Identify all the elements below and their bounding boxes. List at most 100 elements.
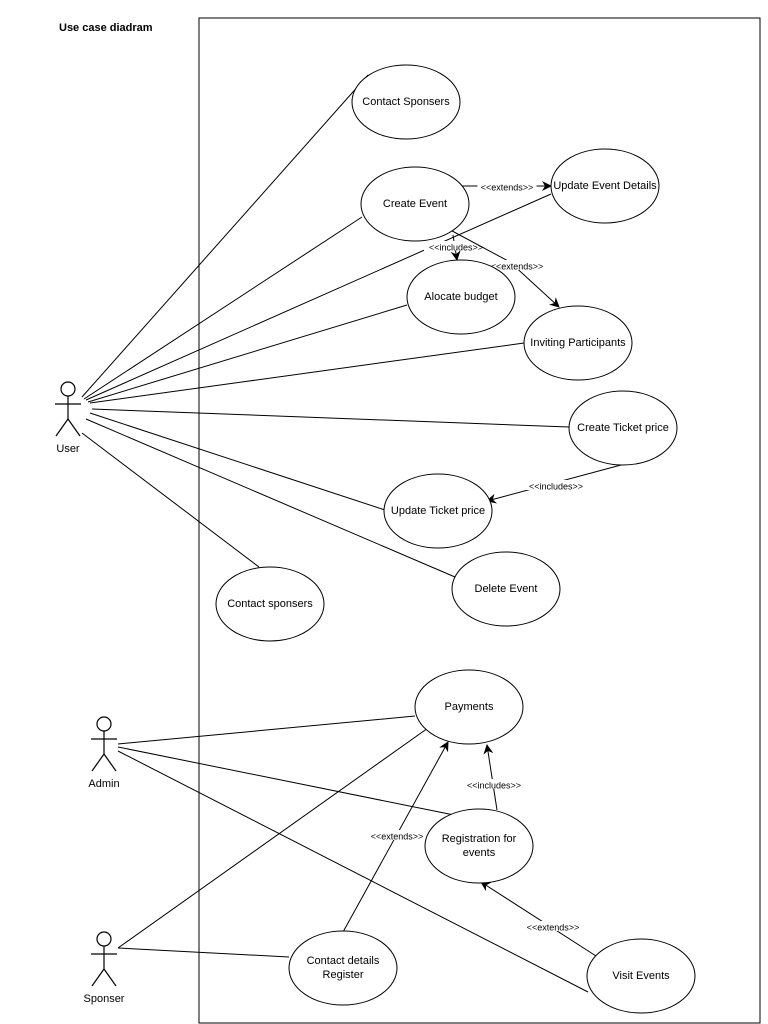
use-case-ellipse[interactable] <box>351 64 461 140</box>
relation-label: <<extends>> <box>491 261 544 271</box>
use-case-ellipse[interactable] <box>383 473 493 549</box>
use-case-ellipse[interactable] <box>360 166 470 242</box>
use-case-ellipse[interactable] <box>568 390 678 466</box>
actor-left-leg <box>91 753 105 772</box>
actor-left-leg <box>91 968 105 987</box>
relation-label: <<includes>> <box>467 780 521 790</box>
use-case-ellipse[interactable] <box>523 305 633 381</box>
association-user-contact-sponsers-bottom <box>81 432 260 568</box>
relation-label-bg <box>424 241 488 251</box>
actor-admin[interactable]: Admin <box>88 716 120 790</box>
use-case-ellipse[interactable] <box>288 930 398 1006</box>
use-case-label: Alocate budget <box>424 291 497 303</box>
use-case-label: Update Ticket price <box>391 505 485 517</box>
actor-label: Sponser <box>84 993 125 1005</box>
actor-label: Admin <box>88 778 119 790</box>
use-case-ellipse[interactable] <box>414 669 524 745</box>
use-case-label: Registration for <box>442 833 517 845</box>
use-case-create-ticket-price[interactable]: Create Ticket price <box>568 390 678 466</box>
association-user-create-ticket-price <box>91 408 570 428</box>
association-admin-registration-for-events <box>117 746 455 816</box>
association-admin-visit-events <box>117 750 589 993</box>
use-case-update-event-details[interactable]: Update Event Details <box>550 148 660 224</box>
use-case-label: Visit Events <box>612 970 670 982</box>
use-case-label: Delete Event <box>475 583 538 595</box>
relation-label: <<extends>> <box>527 922 580 932</box>
use-case-label: Create Event <box>383 198 447 210</box>
actor-head <box>96 931 112 947</box>
use-case-label: Payments <box>445 701 494 713</box>
association-admin-payments <box>117 715 416 745</box>
association-user-contact-sponsers-top <box>81 74 369 398</box>
relation-contact-details-register-to-payments: <<extends>> <box>342 741 449 933</box>
relation-visit-events-to-registration-for-events: <<extends>> <box>480 881 597 957</box>
actor-label: User <box>56 443 80 455</box>
use-case-contact-sponsers-top[interactable]: Contact Sponsers <box>351 64 461 140</box>
actor-right-leg <box>103 753 117 772</box>
actor-head <box>96 716 112 732</box>
relation-create-ticket-price-to-update-ticket-price: <<includes>> <box>486 464 622 504</box>
actor-head <box>60 381 76 397</box>
use-case-payments[interactable]: Payments <box>414 669 524 745</box>
use-case-contact-sponsers-bottom[interactable]: Contact sponsers <box>215 566 325 642</box>
association-user-alocate-budget <box>87 304 408 403</box>
association-user-update-ticket-price <box>89 412 386 511</box>
actor-sponser[interactable]: Sponser <box>84 931 125 1005</box>
diagram-title: Use case diadram <box>59 22 153 34</box>
system-boundary <box>198 17 761 1024</box>
use-case-ellipse[interactable] <box>451 551 561 627</box>
relation-arrow <box>483 744 498 811</box>
use-case-ellipse[interactable] <box>215 566 325 642</box>
association-lines <box>81 74 589 993</box>
actor-left-leg <box>55 418 69 437</box>
use-case-registration-for-events[interactable]: Registration for events <box>424 808 534 884</box>
relation-label: <<extends>> <box>371 831 424 841</box>
use-case-label: Contact details <box>307 955 380 967</box>
actor-right-leg <box>67 418 81 437</box>
use-case-ellipse[interactable] <box>406 259 516 335</box>
relation-label: <<includes>> <box>529 481 583 491</box>
relation-create-event-to-update-event-details: <<extends>> <box>461 181 552 192</box>
use-case-label: Contact sponsers <box>227 598 313 610</box>
use-case-delete-event[interactable]: Delete Event <box>451 551 561 627</box>
use-case-label: Inviting Participants <box>530 337 626 349</box>
relation-label-bg <box>523 921 583 931</box>
association-user-update-event-details <box>85 193 552 401</box>
association-user-delete-event <box>85 418 456 578</box>
use-case-label: Update Event Details <box>553 180 657 192</box>
use-case-label: events <box>463 847 496 859</box>
relation-create-event-to-inviting-participants: <<extends>> <box>440 224 560 308</box>
use-case-ellipse[interactable] <box>550 148 660 224</box>
use-case-visit-events[interactable]: Visit Events <box>586 938 696 1014</box>
relation-create-event-to-alocate-budget: <<includes>> <box>424 234 488 261</box>
relation-label-bg <box>477 181 537 191</box>
relation-label-bg <box>367 830 427 840</box>
relationship-lines: <<extends>> <<includes>> <<extends>> <<incl… <box>342 181 622 957</box>
relation-registration-for-events-to-payments: <<includes>> <box>462 744 526 811</box>
actor-right-leg <box>103 968 117 987</box>
relation-label: <<extends>> <box>481 182 534 192</box>
use-case-ellipse[interactable] <box>424 808 534 884</box>
relation-label: <<includes>> <box>429 242 483 252</box>
use-case-ellipse[interactable] <box>586 938 696 1014</box>
use-case-label: Create Ticket price <box>577 422 669 434</box>
relation-label-bg <box>524 480 588 490</box>
association-sponser-contact-details-register <box>117 947 290 958</box>
actor-user[interactable]: User <box>55 381 81 455</box>
association-user-inviting-participants <box>89 342 525 404</box>
use-case-update-ticket-price[interactable]: Update Ticket price <box>383 473 493 549</box>
relation-label-bg <box>487 260 547 270</box>
use-case-label: Contact Sponsers <box>362 96 450 108</box>
relation-arrow <box>480 881 597 957</box>
use-case-create-event[interactable]: Create Event <box>360 166 470 242</box>
relation-label-bg <box>462 779 526 789</box>
use-case-alocate-budget[interactable]: Alocate budget <box>406 259 516 335</box>
association-user-create-event <box>83 216 363 400</box>
use-case-inviting-participants[interactable]: Inviting Participants <box>523 305 633 381</box>
association-sponser-payments <box>117 727 429 949</box>
use-case-label: Register <box>323 969 364 981</box>
